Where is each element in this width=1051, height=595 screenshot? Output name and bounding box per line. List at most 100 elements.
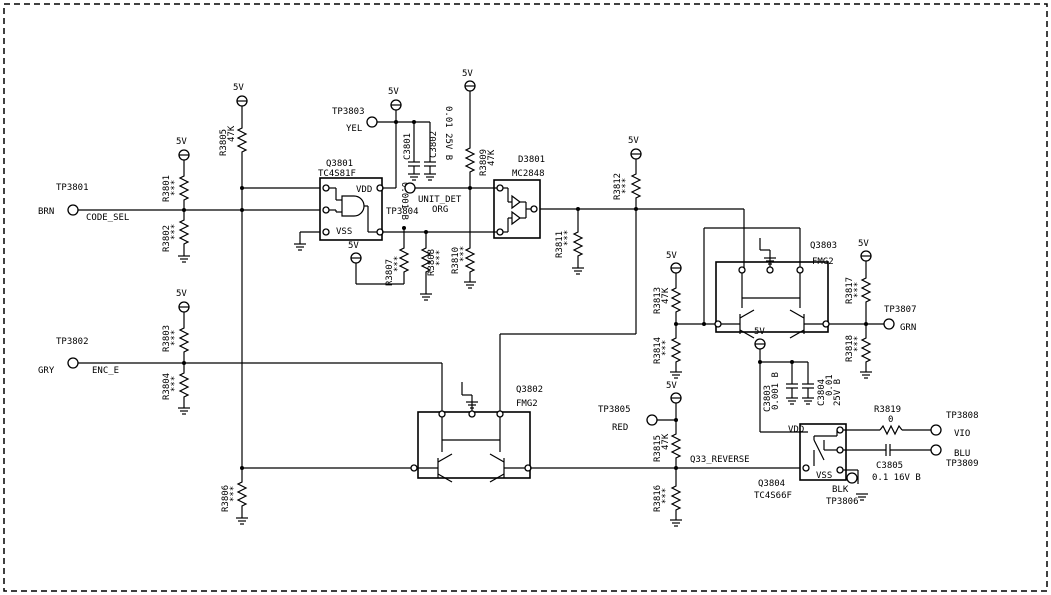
diode-icon [511, 194, 521, 210]
ground-icon [235, 517, 249, 525]
d3801-ref: D3801 [518, 155, 545, 165]
resistor-r3816 [671, 481, 681, 515]
ground-icon [463, 281, 477, 289]
ground-icon [177, 407, 191, 415]
supply-label: 5V [348, 241, 359, 251]
r3817-label: R3817 [845, 277, 855, 304]
r3818-value: *** [853, 336, 863, 352]
resistor-r3809 [465, 143, 475, 177]
resistor-r3815 [671, 429, 681, 463]
tp3804-label: TP3804 [386, 207, 419, 217]
r3803-value: *** [170, 330, 180, 346]
tp3803-label: TP3803 [332, 107, 365, 117]
supply-label: 5V [176, 289, 187, 299]
ground-icon [407, 173, 421, 181]
d3801-part: MC2848 [512, 169, 545, 179]
resistor-r3818 [861, 333, 871, 367]
q3801-ref: Q3801 [326, 159, 353, 169]
r3816-label: R3816 [653, 485, 663, 512]
ground-icon [571, 267, 585, 275]
tp3802-label: TP3802 [56, 337, 89, 347]
r3813-label: R3813 [653, 287, 663, 314]
resistor-r3819 [879, 424, 903, 436]
resistor-r3802 [179, 215, 189, 249]
r3804-label: R3804 [162, 373, 172, 400]
supply-5v-icon [350, 252, 362, 264]
tp3806-terminal[interactable] [846, 472, 858, 484]
wire-color-yel: YEL [346, 124, 362, 134]
supply-5v-icon [754, 338, 766, 350]
wire-color-red: RED [612, 423, 628, 433]
tp3807-terminal[interactable] [883, 318, 895, 330]
c3802-value: 0.01 25V B [443, 106, 453, 160]
tp3809-label: TP3809 [946, 459, 979, 469]
q3801-vdd: VDD [356, 185, 372, 195]
supply-label: 5V [628, 136, 639, 146]
resistor-r3813 [671, 283, 681, 317]
resistor-r3817 [861, 273, 871, 307]
and-gate-icon [341, 195, 365, 217]
supply-label: 5V [666, 251, 677, 261]
q3803-ref: Q3803 [810, 241, 837, 251]
supply-label: 5V [754, 327, 765, 337]
r3808-value: *** [435, 250, 445, 266]
c3804-rating: 25V B [833, 379, 843, 406]
ground-icon [177, 255, 191, 263]
c3803-value: 0.001 B [771, 372, 781, 410]
r3802-label: R3802 [162, 225, 172, 252]
r3801-value: *** [170, 180, 180, 196]
resistor-r3806 [237, 477, 247, 511]
tp3808-label: TP3808 [946, 411, 979, 421]
resistor-r3803 [179, 323, 189, 357]
r3813-value: 47K [661, 287, 671, 304]
r3819-label: R3819 [874, 405, 901, 415]
r3806-label: R3806 [221, 485, 231, 512]
ground-icon [419, 293, 433, 301]
supply-label: 5V [462, 69, 473, 79]
supply-label: 5V [388, 87, 399, 97]
c3801-label: C3801 [403, 133, 413, 160]
tp3803-terminal[interactable] [366, 116, 378, 128]
ground-icon [669, 371, 683, 379]
resistor-r3801 [179, 171, 189, 205]
r3816-value: *** [661, 488, 671, 504]
r3814-value: *** [661, 340, 671, 356]
r3810-value: *** [459, 246, 469, 262]
q3804-ref: Q3804 [758, 479, 785, 489]
tp3805-label: TP3805 [598, 405, 631, 415]
tp3801-label: TP3801 [56, 183, 89, 193]
resistor-r3812 [631, 169, 641, 203]
c3802-label: C3802 [429, 131, 439, 158]
c3805-value: 0.1 16V B [872, 473, 921, 483]
tp3804-terminal[interactable] [404, 182, 416, 194]
supply-label: 5V [233, 83, 244, 93]
tp3801-terminal[interactable] [67, 204, 79, 216]
ic-q3801 [319, 177, 384, 241]
code-sel-net [67, 204, 320, 216]
ic-d3801 [493, 179, 541, 239]
r3807-value: *** [393, 256, 403, 272]
supply-5v-icon [670, 392, 682, 404]
tp3809-terminal[interactable] [930, 444, 942, 456]
c3801-value: 0.001 B [399, 182, 409, 220]
r3804-value: *** [170, 376, 180, 392]
ground-icon [859, 371, 873, 379]
tp3805-terminal[interactable] [646, 414, 658, 426]
net-enc-e: ENC_E [92, 366, 119, 376]
r3809-value: 47K [487, 149, 497, 166]
diode-icon [511, 210, 521, 226]
net-q33-reverse: Q33_REVERSE [690, 455, 750, 465]
resistor-r3811 [573, 227, 583, 261]
supply-5v-icon [178, 301, 190, 313]
resistor-r3804 [179, 368, 189, 402]
tp3802-terminal[interactable] [67, 357, 79, 369]
net-unit-det: UNIT_DET [418, 195, 462, 205]
supply-5v-icon [236, 95, 248, 107]
q3801-part: TC4S81F [318, 169, 356, 179]
r3811-label: R3811 [555, 231, 565, 258]
wire-color-blk: BLK [832, 485, 849, 495]
tp3808-terminal[interactable] [930, 424, 942, 436]
q3804-vdd: VDD [788, 425, 804, 435]
supply-5v-icon [670, 262, 682, 274]
